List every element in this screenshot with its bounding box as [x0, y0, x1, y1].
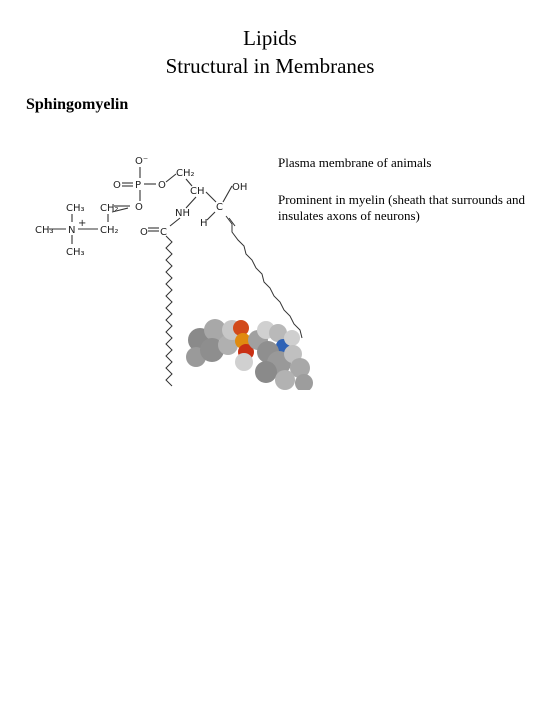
- label-oh: OH: [232, 182, 247, 193]
- label-ch3-bottom: CH₃: [66, 247, 85, 258]
- bond-lines: [49, 167, 233, 244]
- label-ch: CH: [190, 186, 205, 197]
- double-bond-mark: [228, 217, 236, 227]
- label-h: H: [200, 218, 208, 229]
- label-amide-c: C: [160, 227, 167, 238]
- label-ch2-mid: CH₂: [100, 203, 119, 214]
- space-filling-model: [186, 319, 313, 390]
- label-ch2-right: CH₂: [100, 225, 119, 236]
- label-ch3-left: CH₃: [35, 225, 54, 236]
- section-heading: Sphingomyelin: [26, 96, 129, 113]
- label-o-bridge-1: O: [158, 180, 166, 191]
- fatty-acid-chain-amide: [165, 235, 173, 387]
- label-ch2-top: CH₂: [176, 168, 195, 179]
- label-n: N: [68, 225, 75, 236]
- label-o-bridge-2: O: [135, 202, 143, 213]
- sphingomyelin-structure-figure: O⁻ O P O O CH₂ CH OH C H NH CH₃ CH₂ CH₃ …: [35, 156, 313, 390]
- title-line-1: Lipids: [243, 26, 297, 50]
- label-c-hydroxyl: C: [216, 202, 223, 213]
- label-plus: +: [78, 218, 86, 229]
- note-myelin: Prominent in myelin (sheath that surroun…: [278, 192, 525, 223]
- label-o-minus: O⁻: [135, 156, 148, 167]
- label-p: P: [135, 180, 141, 191]
- label-ch3-top: CH₃: [66, 203, 85, 214]
- title-line-2: Structural in Membranes: [165, 54, 375, 78]
- label-o-double: O: [113, 180, 121, 191]
- note-plasma-membrane: Plasma membrane of animals: [278, 155, 432, 170]
- label-amide-o: O: [140, 227, 148, 238]
- label-nh: NH: [175, 208, 190, 219]
- fatty-acid-chain-sphingosine: [225, 215, 303, 339]
